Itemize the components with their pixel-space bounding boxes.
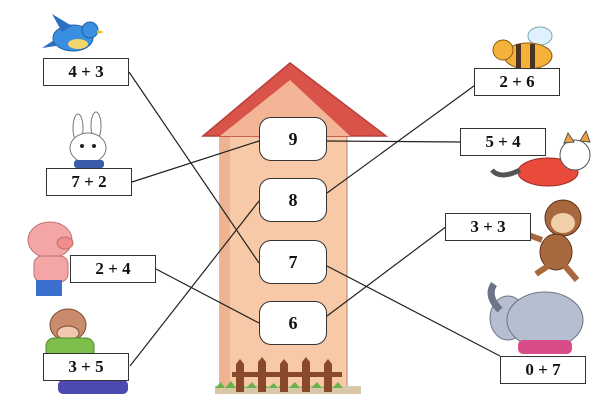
pig-body: [33, 255, 69, 283]
cat-ear: [563, 131, 575, 144]
elephant-icon: [487, 282, 584, 354]
cow-icon: [45, 308, 128, 394]
bee-icon: [492, 26, 553, 70]
expression-7-plus-2[interactable]: 7 + 2: [46, 168, 132, 196]
rabbit-eye: [92, 144, 96, 148]
rabbit-head: [69, 132, 107, 164]
house-number-8[interactable]: 8: [259, 178, 327, 222]
house-number-7[interactable]: 7: [259, 240, 327, 284]
monkey-leg: [534, 263, 550, 277]
connector-5plus4-to-9: [326, 140, 461, 143]
house-wall-shade: [220, 134, 230, 392]
expression-4-plus-3[interactable]: 4 + 3: [43, 58, 129, 86]
bird-wing: [52, 14, 72, 32]
fence-post: [324, 359, 332, 392]
connector-2plus6-to-8: [326, 82, 479, 194]
connector-2plus4-to-6: [155, 268, 260, 324]
bird-beak: [97, 30, 104, 34]
monkey-face: [551, 213, 575, 233]
bird-head: [81, 21, 99, 39]
expression-5-plus-4[interactable]: 5 + 4: [460, 128, 546, 156]
connection-lines: [128, 71, 501, 367]
house-number-6[interactable]: 6: [259, 301, 327, 345]
connector-4plus3-to-7: [128, 71, 260, 264]
connector-0plus7-to-7: [326, 265, 501, 357]
expression-2-plus-4[interactable]: 2 + 4: [70, 255, 156, 283]
bird-belly: [68, 39, 88, 49]
monkey-body: [539, 233, 573, 271]
rabbit-body: [74, 160, 104, 168]
cat-icon: [490, 129, 591, 187]
elephant-stand: [518, 340, 572, 354]
fence-post: [280, 359, 288, 392]
monkey-icon: [524, 199, 582, 282]
monkey-leg: [562, 264, 580, 282]
bee-wing: [527, 26, 553, 46]
connector-3plus5-to-8: [129, 200, 260, 367]
pig-icon: [27, 221, 74, 296]
bird-icon: [42, 14, 104, 52]
elephant-trunk: [487, 282, 503, 313]
elephant-body: [506, 291, 584, 349]
fence-post: [302, 357, 310, 392]
fence-post: [236, 359, 244, 392]
rabbit-eye: [80, 144, 84, 148]
cat-head: [559, 139, 591, 171]
bee-stripe: [516, 44, 521, 68]
expression-3-plus-5[interactable]: 3 + 5: [43, 353, 129, 381]
bird-tail: [42, 40, 56, 48]
fence-post: [258, 357, 266, 392]
expression-0-plus-7[interactable]: 0 + 7: [500, 356, 586, 384]
house-number-9[interactable]: 9: [259, 117, 327, 161]
cat-tail: [490, 167, 522, 178]
connector-7plus2-to-9: [131, 140, 260, 183]
pig-snout: [56, 236, 74, 250]
cat-ear: [579, 129, 591, 143]
fence: [232, 357, 342, 392]
bee-stripe: [530, 44, 535, 68]
connector-3plus3-to-6: [326, 225, 448, 317]
rabbit-icon: [69, 111, 107, 168]
cow-legs: [58, 380, 128, 394]
expression-2-plus-6[interactable]: 2 + 6: [474, 68, 560, 96]
pig-legs: [36, 280, 62, 296]
bee-head: [492, 39, 514, 61]
expression-3-plus-3[interactable]: 3 + 3: [445, 213, 531, 241]
